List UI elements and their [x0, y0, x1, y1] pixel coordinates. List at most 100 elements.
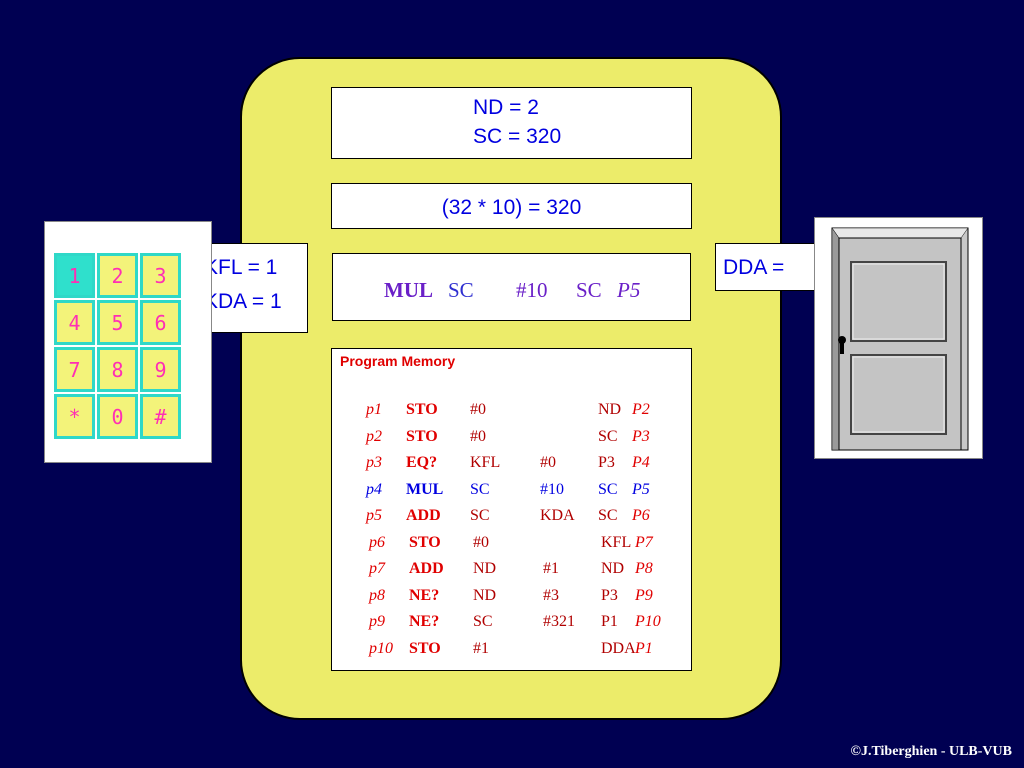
program-cell-label: p7 — [369, 560, 385, 577]
program-cell-a3: P1 — [601, 613, 618, 630]
door-panel — [814, 217, 983, 459]
program-row-p2: p2 STO #0 SC P3 — [332, 428, 691, 450]
calculation-display: (32 * 10) = 320 — [331, 183, 692, 229]
program-cell-a3: P3 — [601, 586, 618, 604]
dda-box: DDA = — [715, 243, 828, 291]
program-cell-label: p4 — [366, 480, 382, 498]
keypad-key[interactable]: 3 — [140, 253, 181, 298]
current-instruction: MUL SC #10 SC P5 — [332, 253, 691, 321]
program-cell-op: NE? — [409, 586, 440, 604]
program-row-p8: p8 NE? ND #3 P3 P9 — [332, 587, 691, 609]
program-cell-a1: #1 — [473, 639, 489, 657]
program-cell-next: P3 — [632, 427, 650, 445]
keypad-key[interactable]: # — [140, 394, 181, 439]
program-cell-a3: ND — [601, 560, 625, 577]
instr-arg2: #10 — [516, 278, 548, 302]
program-cell-a2: #1 — [543, 560, 559, 577]
copyright: ©J.Tiberghien - ULB-VUB — [850, 744, 1013, 759]
keypad-key[interactable]: 9 — [140, 347, 181, 392]
program-cell-label: p1 — [366, 401, 382, 418]
program-cell-label: p3 — [366, 454, 382, 471]
program-row-p5: p5 ADD SC KDA SC P6 — [332, 507, 691, 529]
program-cell-a3: ND — [598, 401, 622, 418]
program-cell-next: P10 — [635, 613, 661, 630]
program-cell-next: P7 — [635, 533, 653, 551]
program-cell-a1: SC — [470, 507, 490, 524]
program-cell-next: P2 — [632, 401, 650, 418]
flags-box: KFL = 1 KDA = 1 — [195, 243, 308, 333]
instr-next: P5 — [617, 278, 641, 302]
program-memory-title: Program Memory — [340, 353, 456, 369]
state-display: ND = 2 SC = 320 — [331, 87, 692, 159]
program-cell-a1: KFL — [470, 454, 501, 471]
keypad-key[interactable]: 8 — [97, 347, 138, 392]
calculation-text: (32 * 10) = 320 — [441, 196, 582, 219]
program-cell-a2: #321 — [543, 613, 575, 630]
instr-arg1: SC — [448, 278, 474, 302]
program-row-p3: p3 EQ? KFL #0 P3 P4 — [332, 454, 691, 476]
instr-op: MUL — [384, 278, 433, 302]
program-cell-next: P8 — [635, 560, 653, 577]
program-cell-a1: SC — [470, 480, 490, 498]
door-icon — [831, 227, 969, 451]
program-cell-a3: SC — [598, 507, 618, 524]
program-row-p4: p4 MUL SC #10 SC P5 — [332, 481, 691, 503]
program-cell-label: p2 — [366, 427, 382, 445]
keypad-key[interactable]: * — [54, 394, 95, 439]
instr-arg3: SC — [576, 278, 602, 302]
program-cell-op: STO — [406, 427, 438, 445]
program-cell-next: P1 — [635, 639, 653, 657]
program-cell-a1: ND — [473, 586, 497, 604]
program-cell-a3: KFL — [601, 533, 632, 551]
program-cell-label: p9 — [369, 613, 385, 630]
program-cell-a3: SC — [598, 480, 618, 498]
dda-output: DDA = — [723, 256, 785, 279]
program-cell-op: STO — [409, 639, 441, 657]
keypad-key[interactable]: 4 — [54, 300, 95, 345]
program-cell-op: EQ? — [406, 454, 438, 471]
keypad-key[interactable]: 0 — [97, 394, 138, 439]
program-cell-label: p6 — [369, 533, 385, 551]
sc-value: SC = 320 — [473, 125, 562, 148]
program-cell-a1: ND — [473, 560, 497, 577]
program-cell-next: P5 — [632, 480, 650, 498]
program-cell-a1: #0 — [473, 533, 489, 551]
program-cell-op: ADD — [406, 507, 441, 524]
nd-value: ND = 2 — [473, 96, 539, 119]
program-cell-label: p8 — [369, 586, 385, 604]
kfl-flag: KFL = 1 — [204, 256, 278, 279]
program-cell-op: STO — [409, 533, 441, 551]
keypad-key[interactable]: 1 — [54, 253, 95, 298]
program-row-p9: p9 NE? SC #321 P1 P10 — [332, 613, 691, 635]
program-cell-a1: #0 — [470, 401, 486, 418]
program-cell-a3: SC — [598, 427, 618, 445]
kda-flag: KDA = 1 — [204, 290, 282, 313]
program-row-p7: p7 ADD ND #1 ND P8 — [332, 560, 691, 582]
keypad-key[interactable]: 2 — [97, 253, 138, 298]
keypad-key[interactable]: 6 — [140, 300, 181, 345]
program-cell-next: P6 — [632, 507, 650, 524]
program-cell-a1: SC — [473, 613, 493, 630]
program-cell-next: P4 — [632, 454, 650, 471]
program-cell-a2: #10 — [540, 480, 564, 498]
program-cell-a3: P3 — [598, 454, 615, 471]
program-cell-a3: DDA — [601, 639, 636, 657]
program-cell-label: p10 — [369, 639, 393, 657]
keypad-key[interactable]: 5 — [97, 300, 138, 345]
program-cell-a2: #3 — [543, 586, 559, 604]
program-cell-a2: KDA — [540, 507, 575, 524]
program-cell-next: P9 — [635, 586, 653, 604]
program-cell-op: MUL — [406, 480, 444, 498]
program-cell-op: ADD — [409, 560, 444, 577]
program-cell-op: NE? — [409, 613, 440, 630]
keypad-key[interactable]: 7 — [54, 347, 95, 392]
program-row-p1: p1 STO #0 ND P2 — [332, 401, 691, 423]
program-cell-a1: #0 — [470, 427, 486, 445]
program-cell-label: p5 — [366, 507, 382, 524]
program-cell-a2: #0 — [540, 454, 556, 471]
program-cell-op: STO — [406, 401, 438, 418]
